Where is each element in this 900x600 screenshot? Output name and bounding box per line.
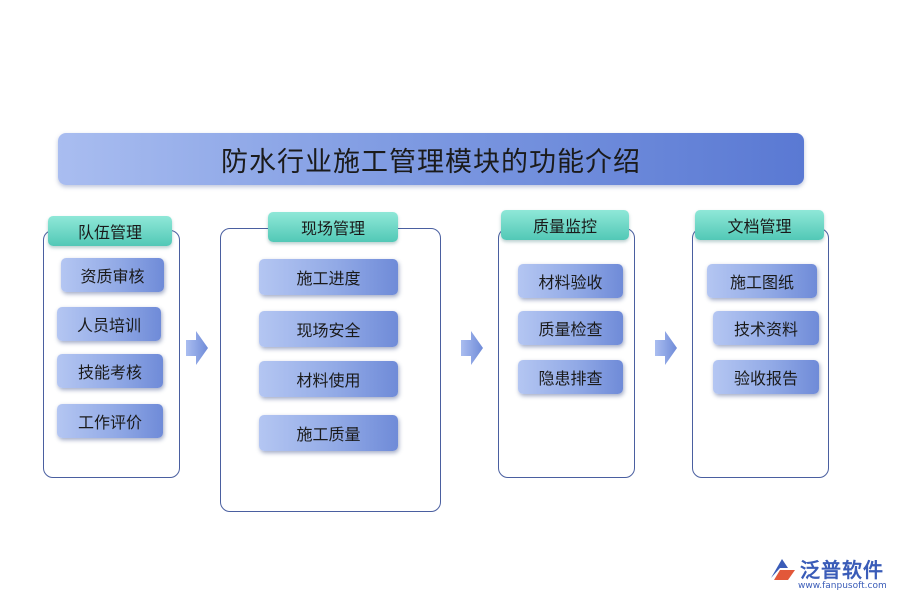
item-hazard-investigation: 隐患排查 <box>518 360 623 394</box>
item-qualification-review: 资质审核 <box>61 258 164 292</box>
item-construction-quality: 施工质量 <box>259 415 398 451</box>
title-banner: 防水行业施工管理模块的功能介绍 <box>58 133 804 185</box>
item-skill-assessment: 技能考核 <box>57 354 163 388</box>
item-construction-progress: 施工进度 <box>259 259 398 295</box>
page-title: 防水行业施工管理模块的功能介绍 <box>221 146 641 178</box>
item-work-evaluation: 工作评价 <box>57 404 163 438</box>
header-site-management: 现场管理 <box>268 212 398 242</box>
item-site-safety: 现场安全 <box>259 311 398 347</box>
item-material-usage: 材料使用 <box>259 361 398 397</box>
arrow-right-icon <box>186 331 208 365</box>
logo-url: www.fanpusoft.com <box>798 581 887 591</box>
logo-name: 泛普软件 <box>800 558 884 582</box>
brand-logo: 泛普软件 www.fanpusoft.com <box>768 554 898 598</box>
arrow-right-icon <box>461 331 483 365</box>
item-staff-training: 人员培训 <box>57 307 161 341</box>
header-team-management: 队伍管理 <box>48 216 172 246</box>
item-material-inspection: 材料验收 <box>518 264 623 298</box>
arrow-right-icon <box>655 331 677 365</box>
item-construction-drawings: 施工图纸 <box>707 264 817 298</box>
header-document-management: 文档管理 <box>695 210 824 240</box>
item-acceptance-report: 验收报告 <box>713 360 819 394</box>
item-technical-documents: 技术资料 <box>713 311 819 345</box>
header-quality-monitoring: 质量监控 <box>501 210 629 240</box>
logo-icon <box>771 559 795 580</box>
item-quality-check: 质量检查 <box>518 311 623 345</box>
